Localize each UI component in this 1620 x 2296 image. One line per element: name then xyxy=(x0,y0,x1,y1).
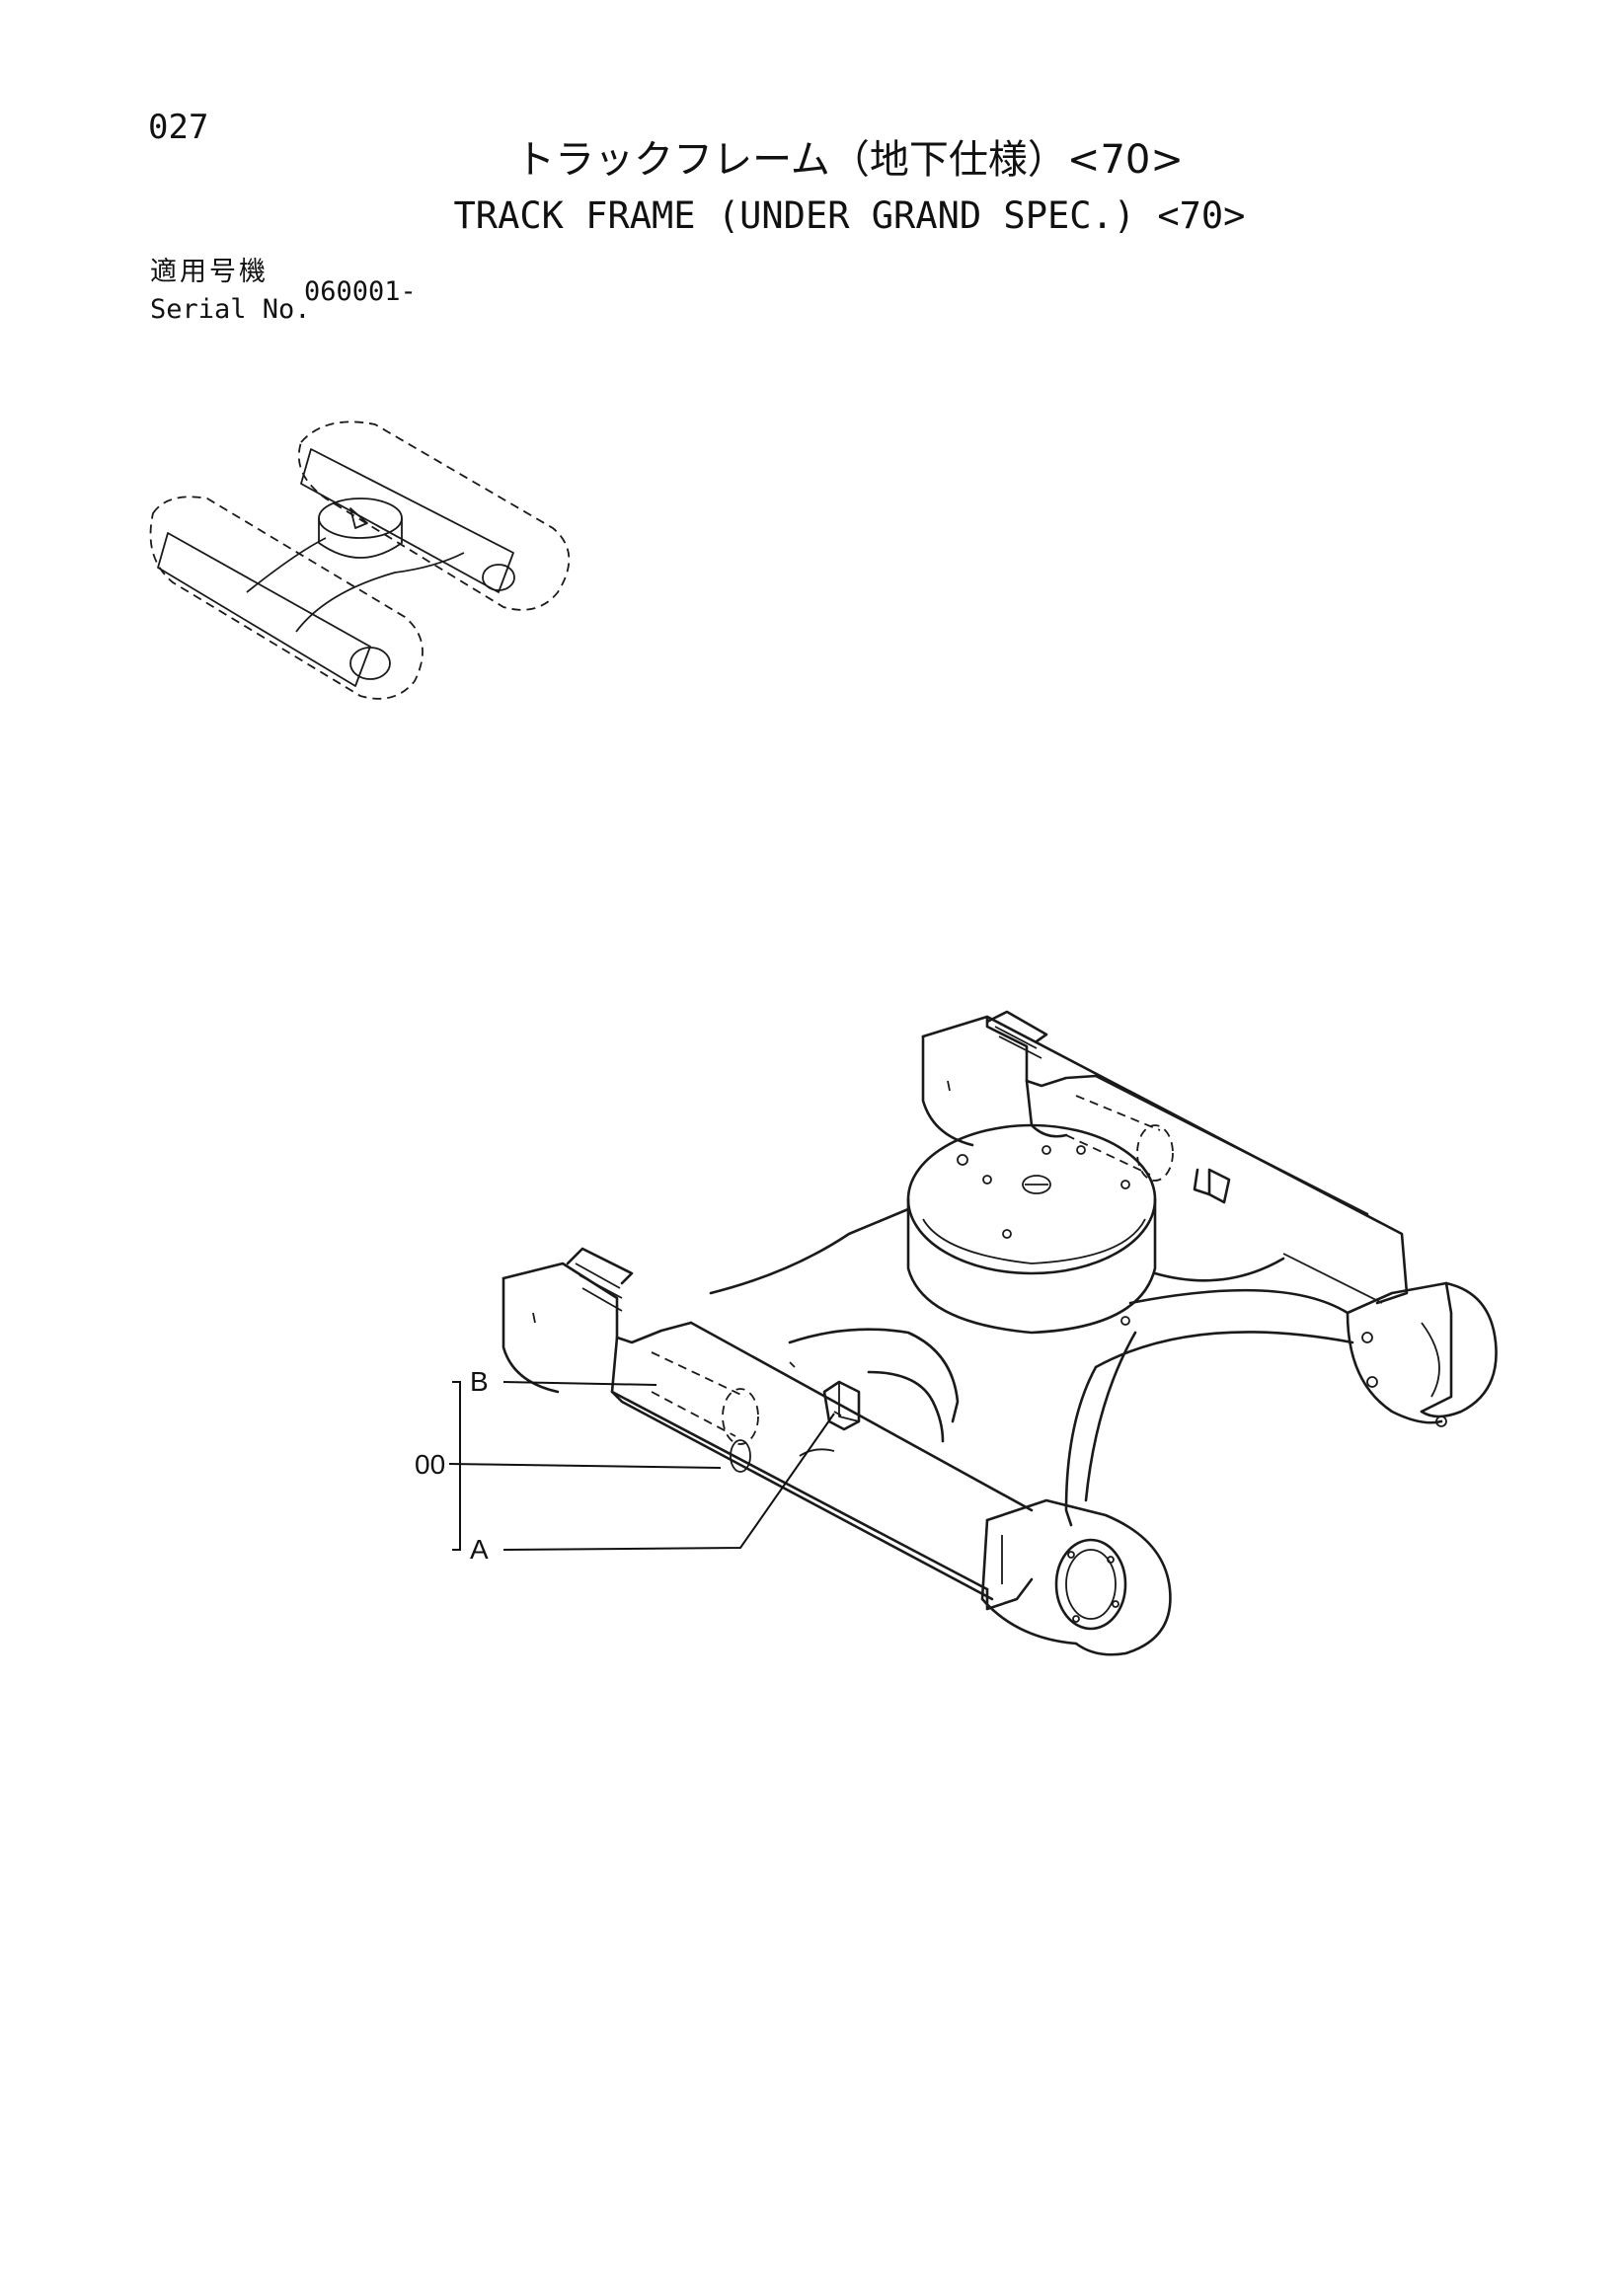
serial-label-english: Serial No. xyxy=(150,294,311,325)
callout-label-assembly: 00 xyxy=(415,1449,446,1480)
callout-label-a: A xyxy=(470,1534,489,1565)
rear-side-frame xyxy=(921,1010,1409,1305)
serial-label-japanese: 適用号機 xyxy=(150,257,269,287)
callout-leaders xyxy=(448,1381,835,1551)
page-title-japanese: トラックフレーム（地下仕様）<70> xyxy=(515,137,1184,183)
rear-drive-housing xyxy=(1346,1281,1498,1427)
swing-circle xyxy=(906,1123,1157,1335)
page-number: 027 xyxy=(148,108,209,147)
serial-number-value: 060001- xyxy=(304,276,417,307)
front-idler-housing xyxy=(980,1498,1172,1656)
callout-label-b: B xyxy=(470,1366,489,1397)
thumbnail-track-outline xyxy=(149,421,571,700)
thumbnail-frame xyxy=(157,448,515,687)
center-body xyxy=(709,1207,1354,1527)
page-title-english: TRACK FRAME (UNDER GRAND SPEC.) <70> xyxy=(453,194,1246,237)
front-side-frame xyxy=(501,1247,1034,1611)
